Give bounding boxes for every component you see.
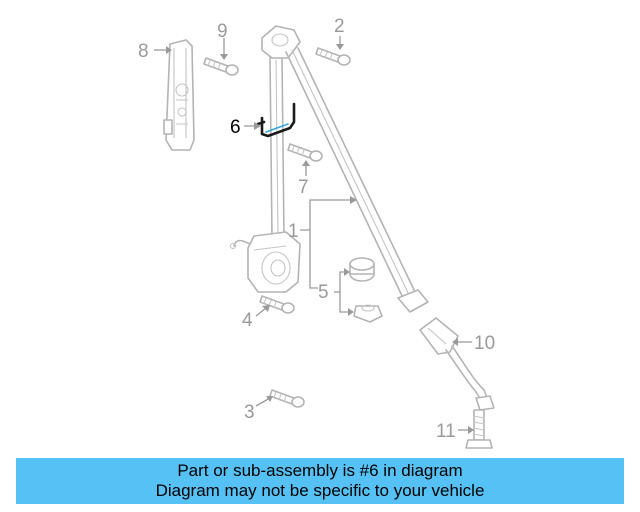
part-6-clip-highlighted xyxy=(256,102,296,138)
callout-7: 7 xyxy=(298,177,309,198)
leader-lines xyxy=(154,36,474,434)
part-7-bolt xyxy=(287,143,323,162)
info-banner: Part or sub-assembly is #6 in diagram Di… xyxy=(16,458,624,504)
part-9-bolt xyxy=(203,57,239,76)
part-8-anchor-bracket xyxy=(163,39,195,151)
callout-9: 9 xyxy=(217,21,228,42)
callout-11: 11 xyxy=(436,421,456,442)
callout-6: 6 xyxy=(230,117,241,138)
callout-2: 2 xyxy=(334,16,345,37)
callout-labels: 1 2 3 4 5 6 7 8 9 10 11 xyxy=(138,16,495,442)
callout-1: 1 xyxy=(288,221,299,242)
callout-4: 4 xyxy=(242,310,253,331)
part-3-bolt xyxy=(269,389,305,408)
banner-line-2: Diagram may not be specific to your vehi… xyxy=(155,481,485,500)
callout-3: 3 xyxy=(244,402,255,423)
banner-line-1: Part or sub-assembly is #6 in diagram xyxy=(177,461,463,480)
callout-5: 5 xyxy=(318,282,329,303)
part-1-seat-belt-assembly xyxy=(229,25,495,411)
part-4-bolt xyxy=(259,295,295,314)
part-5-fasteners xyxy=(349,257,383,323)
callout-10: 10 xyxy=(474,333,495,354)
callout-8: 8 xyxy=(138,41,149,62)
part-2-bolt xyxy=(315,47,351,66)
